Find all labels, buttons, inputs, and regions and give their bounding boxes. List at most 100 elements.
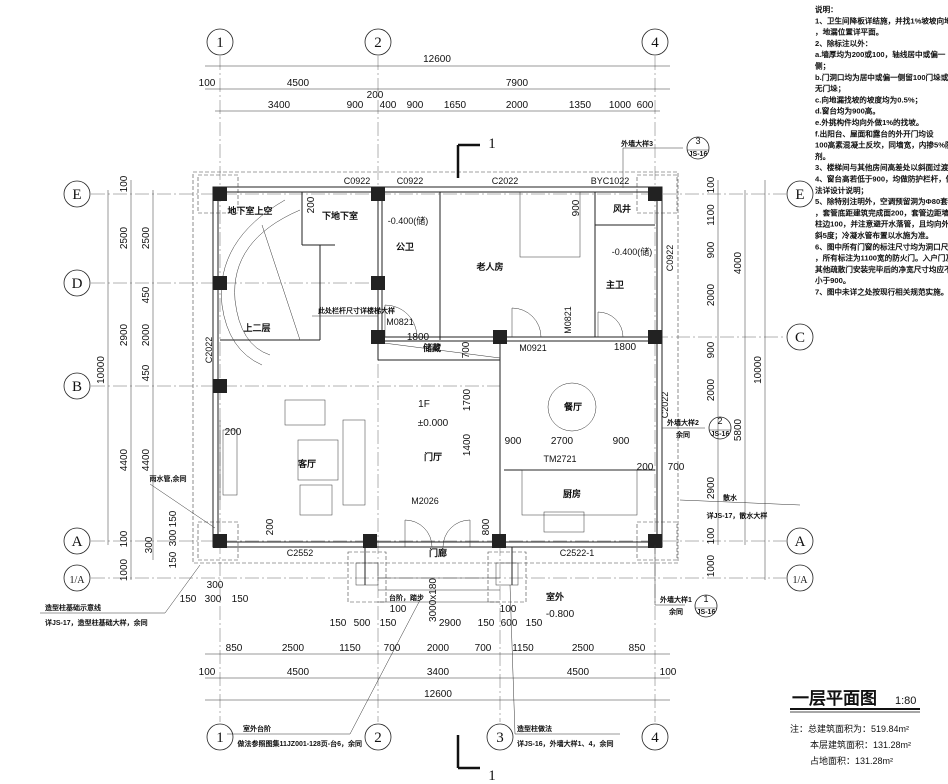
opening-d3: M0921 <box>519 343 547 353</box>
opening-w6: C2022 <box>204 337 214 364</box>
annotation-detail1-ref: JS-16 <box>697 609 716 616</box>
axis-col-3-bottom: 3 <box>486 723 514 751</box>
opening-w2: C0922 <box>397 176 424 186</box>
axis-label: A <box>72 534 83 550</box>
annotation-steps-ref: 做法参照图集11JZ001-128页-台6，余同 <box>237 739 362 748</box>
dim-left-inner: 2000 <box>141 323 152 346</box>
dim-right-inner: 2000 <box>706 378 717 401</box>
area-note: 本层建筑面积：131.28m² <box>810 739 911 750</box>
dim-bottom-detail: 700 <box>475 643 492 654</box>
detail-index-circle <box>686 136 710 160</box>
dim-top-detail: 900 <box>407 100 424 111</box>
room-label-basement-void: 地下室上空 <box>227 205 272 216</box>
dim-bottom-detail: 850 <box>226 643 243 654</box>
section-mark-top: 1 <box>488 136 496 152</box>
opening-w7: C2022 <box>660 392 670 419</box>
note-line: e.外挑构件均向外做1%的找坡。 <box>815 117 923 127</box>
axis-row-0-left: E <box>63 180 91 208</box>
dim-top-detail: 1650 <box>444 100 467 111</box>
annotation-apron-ref: 详JS-17，散水大样 <box>707 511 768 520</box>
dim-right-inner: 900 <box>706 341 717 358</box>
annotation-apron: 散水 <box>723 493 738 502</box>
opening-w9: C2522-1 <box>560 548 595 558</box>
axis-label: 2 <box>374 35 382 51</box>
inner-dim: 900 <box>571 199 582 216</box>
annotation-downpipe-note: 雨水管,余同 <box>150 474 187 483</box>
note-line: 1、卫生间降板详结施，并找1%坡坡向地漏 <box>815 15 948 25</box>
note-line: 小于900。 <box>814 275 850 285</box>
note-line: 4、窗台高若低于900，均做防护栏杆，做 <box>815 174 948 184</box>
axis-circle <box>63 180 91 208</box>
dim-left-inner: 4400 <box>141 448 152 471</box>
opening-lvl1: -0.400(储) <box>388 215 429 226</box>
axis-circle <box>641 723 669 751</box>
dim-left-mid: 100 <box>119 175 130 192</box>
room-label-porch: 门廊 <box>429 547 447 558</box>
annotation-column-foundation-note: 造型柱基础示意线 <box>45 603 101 612</box>
axis-col-1-top: 1 <box>206 28 234 56</box>
annotation-detail3: 外墙大样3 <box>621 139 653 148</box>
dim-left-mid: 2900 <box>119 323 130 346</box>
inner-dim: 800 <box>481 518 492 535</box>
leaders <box>40 143 920 770</box>
area-note: 注：总建筑面积为：519.84m² <box>790 723 909 734</box>
dim-left-inner: 150 <box>168 510 179 527</box>
axis-row-5-right: 1/A <box>786 564 814 592</box>
note-line: a.墙厚均为200或100，轴线居中或偏一 <box>815 49 946 59</box>
axis-label: 1 <box>216 730 224 746</box>
annotation-steps-note: 室外台阶 <box>243 724 272 733</box>
dim-step: 100 <box>390 604 407 615</box>
dim-right-inner: 900 <box>706 241 717 258</box>
inner-dim: 900 <box>505 436 522 447</box>
dim-left-inner: 300 <box>168 529 179 546</box>
note-line: 柱边100，并注意避开水落管，且均向外倾 <box>815 219 948 229</box>
axis-label: 4 <box>651 730 659 746</box>
note-line: 2、除标注以外： <box>815 38 872 48</box>
dim-post: 300 <box>207 580 224 591</box>
axis-circle <box>364 723 392 751</box>
inner-dim: 1800 <box>614 342 637 353</box>
dim-top-detail: 600 <box>637 100 654 111</box>
annotation-detail2-ref: JS-16 <box>711 431 730 438</box>
axis-label: E <box>795 187 804 203</box>
inner-dim: 1800 <box>407 332 430 343</box>
dim-right-inner: 1100 <box>706 204 717 226</box>
axis-circle <box>786 323 814 351</box>
annotation-step-note: 台阶，踏步 <box>389 593 424 602</box>
dim-bottom-detail: 700 <box>384 643 401 654</box>
note-line: 剂。 <box>814 151 830 161</box>
opening-d4: M2026 <box>411 496 439 506</box>
walls <box>192 171 679 603</box>
dim-bottom-mid: 4500 <box>287 667 310 678</box>
opening-w4: BYC1022 <box>591 176 630 186</box>
opening-w8: C2552 <box>287 548 314 558</box>
axis-row-5-left: 1/A <box>63 564 91 592</box>
dim-top-detail: 1000 <box>609 100 632 111</box>
note-line: f.出阳台、屋面和露台的外开门均设 <box>815 128 934 138</box>
annotation-detail1: 外墙大样1 <box>660 595 692 604</box>
room-label-up-second: 上二层 <box>243 322 270 333</box>
opening-w5: C0922 <box>665 245 675 272</box>
axis-row-2-right: C <box>786 323 814 351</box>
annotation-detail1-sub: 余同 <box>668 607 683 616</box>
dim-right-total: 10000 <box>753 356 764 384</box>
room-label-outdoor: 室外 <box>546 591 564 602</box>
room-label-storage: 储藏 <box>423 342 441 353</box>
opening-d5: TM2721 <box>543 454 576 464</box>
dim-right-inner: 2000 <box>706 283 717 306</box>
dim-step: 100 <box>500 604 517 615</box>
axis-circle <box>63 527 91 555</box>
dim-bottom-total: 12600 <box>424 689 452 700</box>
dim-bottom-mid: 100 <box>660 667 677 678</box>
axis-label: E <box>72 187 81 203</box>
dim-step: 500 <box>354 618 371 629</box>
area-note: 占地面积：131.28m² <box>810 755 893 766</box>
note-line: 法详设计说明； <box>815 185 868 196</box>
section-mark-bottom: 1 <box>488 768 496 784</box>
axis-col-4-top: 4 <box>641 28 669 56</box>
note-line: ，套管底距建筑完成面200，套管边距墙、 <box>815 207 948 217</box>
axis-label: B <box>72 379 82 395</box>
inner-dim: 900 <box>613 436 630 447</box>
axis-label: 1/A <box>70 575 86 586</box>
